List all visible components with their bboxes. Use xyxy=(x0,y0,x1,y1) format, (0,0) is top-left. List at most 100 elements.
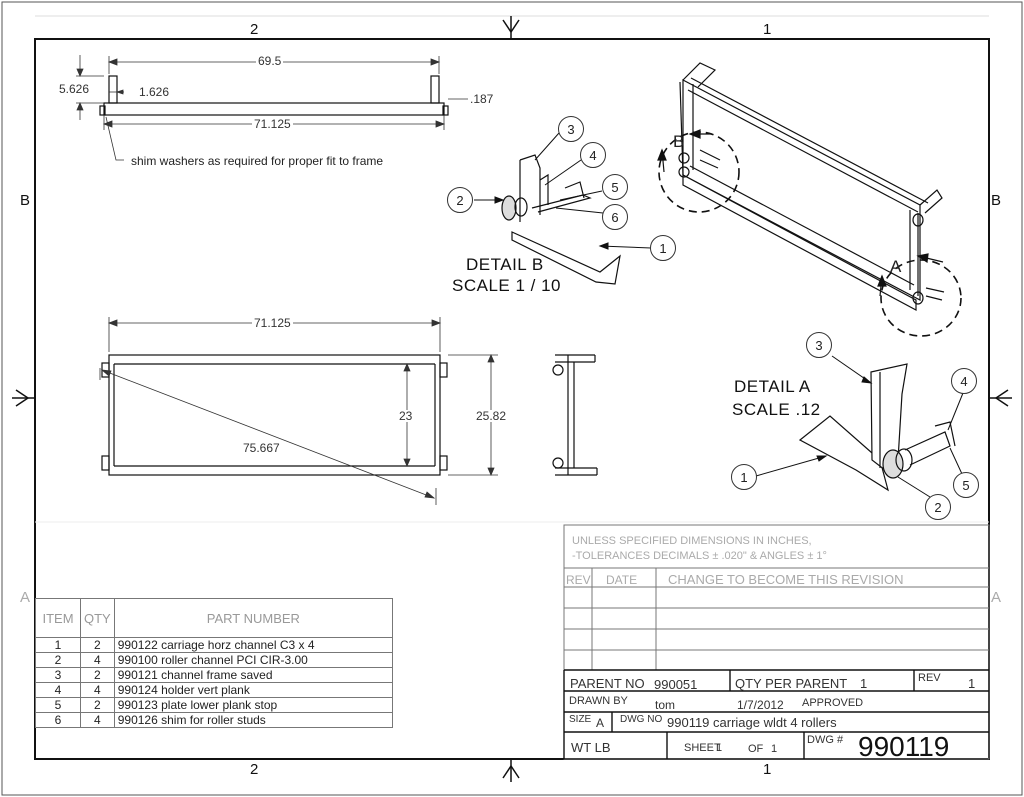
row-item: 6 xyxy=(35,712,81,728)
top-view xyxy=(99,75,449,116)
tolerance-line-2: -TOLERANCES DECIMALS ± .020" & ANGLES ± … xyxy=(572,550,827,562)
dim-top-width: 69.5 xyxy=(256,54,284,68)
row-item: 4 xyxy=(35,682,81,698)
zone-label-right-b: B xyxy=(991,192,1002,209)
zone-label-left-b: B xyxy=(20,192,31,209)
dim-diagonal: 75.667 xyxy=(241,441,282,455)
row-item: 1 xyxy=(35,637,81,653)
detail-a-balloon-5: 5 xyxy=(953,472,979,498)
view-label-a: A xyxy=(890,257,902,276)
detail-b-balloon-1: 1 xyxy=(650,235,676,261)
row-part: 990123 plate lower plank stop xyxy=(113,697,394,713)
tolerance-line-1: UNLESS SPECIFIED DIMENSIONS IN INCHES, xyxy=(572,535,812,547)
detail-a-drawing xyxy=(798,363,956,492)
detail-b-balloon-6: 6 xyxy=(602,204,628,230)
row-qty: 4 xyxy=(80,712,115,728)
sheet-label: SHEET xyxy=(684,742,721,754)
detail-b-drawing xyxy=(501,154,621,285)
row-part: 990124 holder vert plank xyxy=(113,682,394,698)
qty-per-parent-value: 1 xyxy=(860,676,868,691)
drawn-date: 1/7/2012 xyxy=(737,698,784,712)
row-part: 990121 channel frame saved xyxy=(113,667,394,683)
row-part: 990100 roller channel PCI CIR-3.00 xyxy=(113,652,394,668)
dwg-number: 990119 xyxy=(858,731,950,762)
zone-label-top-right: 1 xyxy=(763,21,772,38)
zone-label-right-a: A xyxy=(991,589,1002,606)
detail-a-balloon-1: 1 xyxy=(731,464,757,490)
sheet-value: 1 xyxy=(716,742,723,754)
qty-per-parent-label: QTY PER PARENT xyxy=(735,676,848,691)
side-view xyxy=(552,354,598,476)
dwg-description: 990119 carriage wldt 4 rollers xyxy=(667,715,837,730)
detail-b-title: DETAIL B xyxy=(466,255,544,274)
row-qty: 4 xyxy=(80,652,115,668)
row-qty: 2 xyxy=(80,637,115,653)
detail-a-balloon-2: 2 xyxy=(925,494,951,520)
detail-b-balloon-2: 2 xyxy=(447,187,473,213)
detail-b-balloon-3: 3 xyxy=(558,116,584,142)
size-value: A xyxy=(596,716,605,730)
centering-marks xyxy=(12,16,1012,782)
approved-label: APPROVED xyxy=(802,697,864,709)
isometric-view xyxy=(678,62,945,312)
dim-offset: 1.626 xyxy=(137,85,172,99)
shim-note: shim washers as required for proper fit … xyxy=(131,154,384,168)
detail-b-balloon-4: 4 xyxy=(580,142,606,168)
title-block-grid xyxy=(563,524,990,760)
header-part-number: PART NUMBER xyxy=(113,598,394,638)
detail-b-balloon-5: 5 xyxy=(602,174,628,200)
rev-value: 1 xyxy=(968,676,976,691)
date-header: DATE xyxy=(606,573,638,587)
rev-header: REV xyxy=(566,573,591,587)
header-qty: QTY xyxy=(80,598,115,638)
drawn-by-value: tom xyxy=(655,698,676,712)
parent-no-label: PARENT NO xyxy=(570,676,645,691)
zone-label-left-a: A xyxy=(20,589,31,606)
front-view xyxy=(101,354,448,476)
detail-a-title: DETAIL A xyxy=(734,377,811,396)
front-view-dims xyxy=(99,317,498,505)
detail-a-balloon-4: 4 xyxy=(951,368,977,394)
wt-label: WT LB xyxy=(571,740,611,755)
detail-b-scale: SCALE 1 / 10 xyxy=(452,276,562,295)
dim-thickness: .187 xyxy=(468,92,496,106)
view-label-b: B xyxy=(673,132,685,151)
parent-no-value: 990051 xyxy=(654,677,698,692)
header-item: ITEM xyxy=(35,598,81,638)
zone-label-bottom-right: 1 xyxy=(763,761,772,778)
row-qty: 2 xyxy=(80,697,115,713)
of-value: 1 xyxy=(771,743,778,755)
row-item: 5 xyxy=(35,697,81,713)
drawn-by-label: DRAWN BY xyxy=(569,695,628,707)
dwg-hash-label: DWG # xyxy=(807,734,844,746)
row-qty: 4 xyxy=(80,682,115,698)
dwg-no-label: DWG NO xyxy=(620,714,663,725)
dim-outer-height: 25.82 xyxy=(474,409,509,423)
row-item: 2 xyxy=(35,652,81,668)
row-qty: 2 xyxy=(80,667,115,683)
row-item: 3 xyxy=(35,667,81,683)
dim-overall-top: 71.125 xyxy=(252,117,293,131)
zone-label-top-left: 2 xyxy=(250,21,259,38)
of-label: OF xyxy=(748,743,764,755)
row-part: 990126 shim for roller studs xyxy=(113,712,394,728)
rev-label: REV xyxy=(918,672,941,684)
dim-front-width: 71.125 xyxy=(252,316,293,330)
dim-height: 5.626 xyxy=(57,82,92,96)
dim-inner-height: 23 xyxy=(397,409,415,423)
parts-list-header: ITEM QTY PART NUMBER xyxy=(35,598,394,638)
zone-label-bottom-left: 2 xyxy=(250,761,259,778)
row-part: 990122 carriage horz channel C3 x 4 xyxy=(113,637,394,653)
detail-a-scale: SCALE .12 xyxy=(732,400,821,419)
change-header: CHANGE TO BECOME THIS REVISION xyxy=(668,572,904,587)
detail-a-balloon-3: 3 xyxy=(806,332,832,358)
size-label: SIZE xyxy=(569,714,592,725)
